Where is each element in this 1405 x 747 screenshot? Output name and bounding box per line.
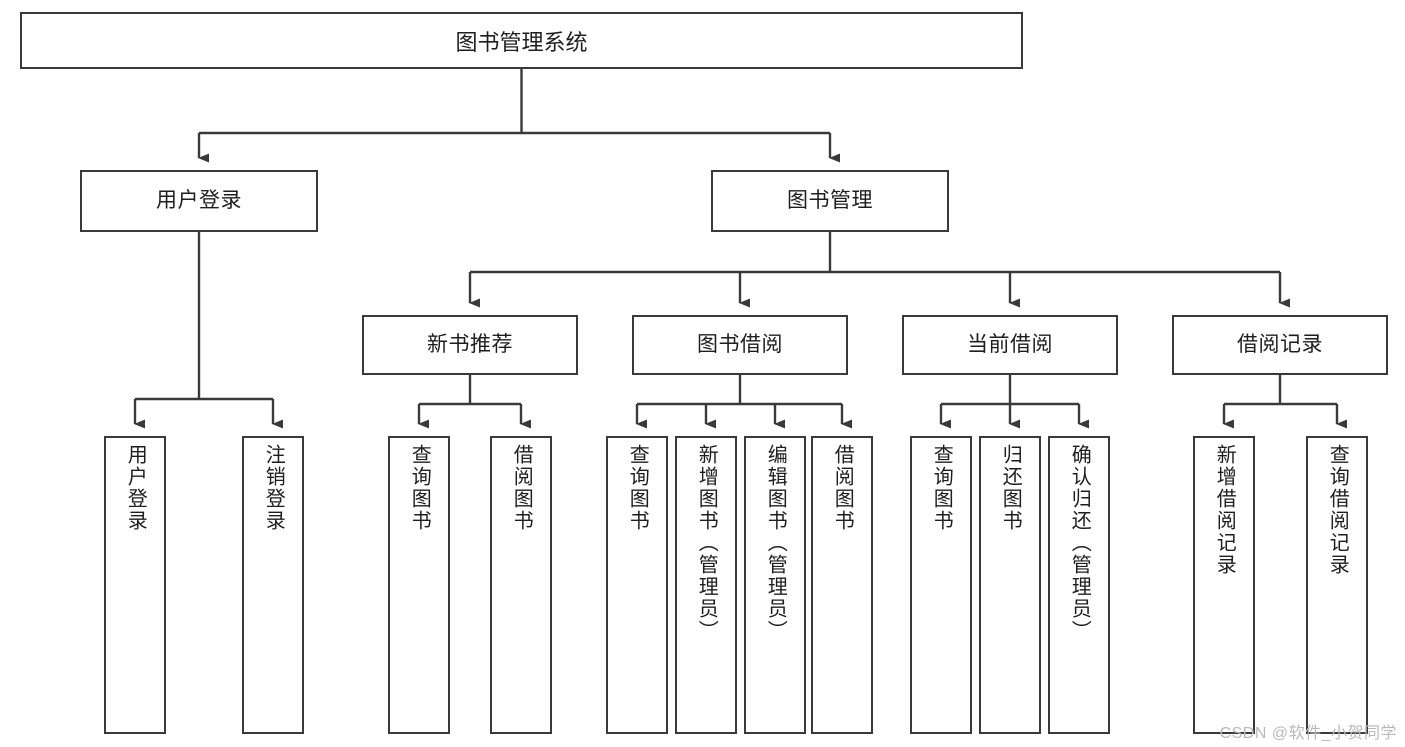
- node-label: 新书推荐: [427, 333, 513, 357]
- node-label: 查询图书: [930, 444, 953, 532]
- leaf-borrow-edit-book-admin[interactable]: 编辑图书（管理员）: [744, 436, 806, 734]
- leaf-current-return-book[interactable]: 归还图书: [979, 436, 1041, 734]
- leaf-borrow-borrow-book[interactable]: 借阅图书: [811, 436, 873, 734]
- node-label: 借阅记录: [1237, 333, 1323, 357]
- leaf-borrow-query-book[interactable]: 查询图书: [606, 436, 668, 734]
- node-label: 编辑图书（管理员）: [764, 444, 787, 642]
- node-label: 借阅图书: [510, 444, 533, 532]
- node-user-login[interactable]: 用户登录: [80, 170, 318, 232]
- node-label: 图书借阅: [697, 333, 783, 357]
- leaf-borrow-add-book-admin[interactable]: 新增图书（管理员）: [675, 436, 737, 734]
- node-root-system[interactable]: 图书管理系统: [20, 12, 1023, 69]
- leaf-record-add-borrow-record[interactable]: 新增借阅记录: [1193, 436, 1255, 734]
- leaf-record-query-borrow-record[interactable]: 查询借阅记录: [1306, 436, 1368, 734]
- node-label: 新增借阅记录: [1213, 444, 1236, 576]
- node-book-management[interactable]: 图书管理: [711, 170, 949, 232]
- node-label: 借阅图书: [831, 444, 854, 532]
- node-current-borrow[interactable]: 当前借阅: [902, 315, 1118, 375]
- node-new-book-recommend[interactable]: 新书推荐: [362, 315, 578, 375]
- node-label: 查询图书: [408, 444, 431, 532]
- node-label: 用户登录: [124, 444, 147, 532]
- node-label: 图书管理系统: [455, 29, 588, 55]
- node-label: 新增图书（管理员）: [695, 444, 718, 642]
- leaf-recommend-query-book[interactable]: 查询图书: [388, 436, 450, 734]
- node-borrow-record[interactable]: 借阅记录: [1172, 315, 1388, 375]
- node-label: 归还图书: [999, 444, 1022, 532]
- node-label: 注销登录: [262, 444, 285, 532]
- node-label: 查询图书: [626, 444, 649, 532]
- csdn-watermark: CSDN @软件_小贺同学: [1219, 725, 1397, 742]
- leaf-user-login-signout[interactable]: 注销登录: [242, 436, 304, 734]
- leaf-current-query-book[interactable]: 查询图书: [910, 436, 972, 734]
- leaf-recommend-borrow-book[interactable]: 借阅图书: [490, 436, 552, 734]
- leaf-current-confirm-return-admin[interactable]: 确认归还（管理员）: [1048, 436, 1110, 734]
- node-label: 确认归还（管理员）: [1068, 444, 1091, 642]
- node-book-borrow[interactable]: 图书借阅: [632, 315, 848, 375]
- node-label: 用户登录: [156, 189, 242, 213]
- node-label: 查询借阅记录: [1326, 444, 1349, 576]
- node-label: 当前借阅: [967, 333, 1053, 357]
- leaf-user-login-signin[interactable]: 用户登录: [104, 436, 166, 734]
- node-label: 图书管理: [787, 189, 873, 213]
